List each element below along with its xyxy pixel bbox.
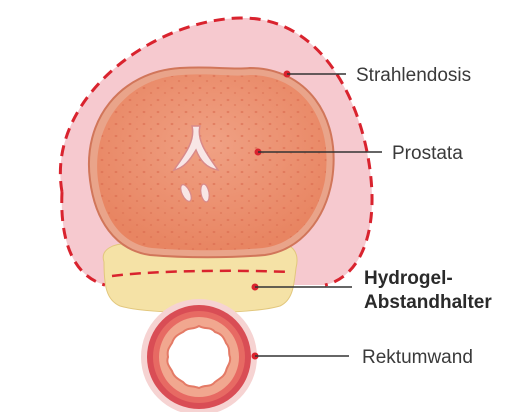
leader-rectal-wall xyxy=(252,353,350,360)
label-hydrogel-line1: Hydrogel- xyxy=(364,268,453,289)
label-rectal-wall: Rektumwand xyxy=(362,347,473,368)
prostate xyxy=(89,67,334,257)
rectum xyxy=(141,299,257,412)
rectum-lumen xyxy=(167,326,230,388)
label-radiation-dose: Strahlendosis xyxy=(356,65,471,86)
label-hydrogel-line2: Abstandhalter xyxy=(364,292,492,313)
label-prostate: Prostata xyxy=(392,143,463,164)
